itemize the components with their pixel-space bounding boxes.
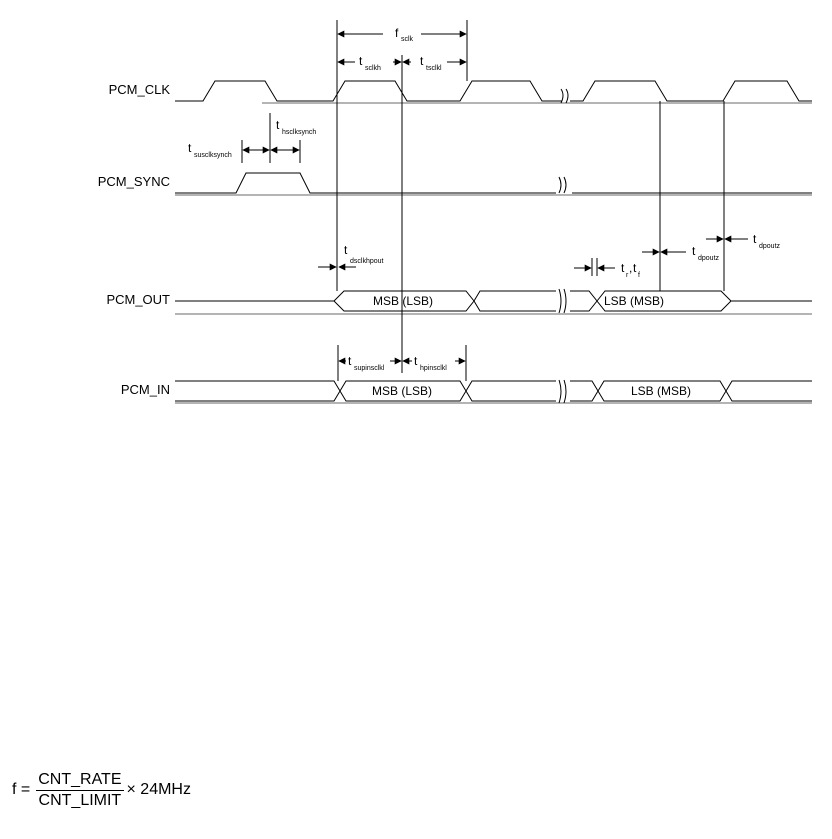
- tsusclksynch-label: t: [188, 141, 192, 155]
- pcm-in-break-mark: [559, 380, 566, 403]
- thpinsclkl-label: t: [414, 354, 418, 368]
- tdpoutz-first-label: t: [692, 244, 696, 258]
- tsupinsclkl-label: t: [348, 354, 352, 368]
- signal-label-pcm-in: PCM_IN: [121, 382, 170, 397]
- tfall-label: t: [633, 261, 637, 275]
- fsclk-label: f: [395, 26, 399, 40]
- tdpoutz-second-label: t: [753, 232, 757, 246]
- fsclk-dimension: f sclk: [338, 26, 466, 43]
- fsclk-subscript: sclk: [401, 36, 414, 43]
- trtf-comma: ,: [629, 261, 632, 275]
- signal-label-pcm-sync: PCM_SYNC: [98, 174, 170, 189]
- thsclksynch-subscript: hsclksynch: [282, 129, 316, 136]
- signal-label-pcm-clk: PCM_CLK: [109, 82, 171, 97]
- signal-label-pcm-out: PCM_OUT: [106, 292, 170, 307]
- trise-label: t: [621, 261, 625, 275]
- formula-numerator: CNT_RATE: [36, 771, 123, 791]
- pcm-out-msb-label: MSB (LSB): [373, 294, 433, 308]
- tsclkl-subscript: tsclkl: [426, 65, 442, 72]
- sync-setup-hold-dimension: t susclksynch t hsclksynch: [188, 118, 316, 159]
- tsclkh-subscript: sclkh: [365, 65, 381, 72]
- tfall-subscript: f: [638, 272, 640, 279]
- timing-reference-lines: [242, 20, 724, 381]
- formula-lhs: f =: [12, 781, 30, 799]
- trise-tfall-dimension: t r , t f: [574, 261, 640, 279]
- thpinsclkl-subscript: hpinsclkl: [420, 365, 447, 372]
- pcm-out-lsb-label: LSB (MSB): [604, 294, 664, 308]
- formula-fraction: CNT_RATE CNT_LIMIT: [36, 771, 123, 810]
- tdpoutz-first-dimension: t dpoutz: [642, 244, 720, 262]
- pcm-in-waveform: [175, 381, 812, 403]
- pcm-sync-waveform: [175, 173, 812, 195]
- formula-rhs: × 24MHz: [127, 781, 191, 799]
- tdpoutz-second-subscript: dpoutz: [759, 243, 781, 250]
- formula-denominator: CNT_LIMIT: [37, 791, 124, 810]
- pcm-in-msb-label: MSB (LSB): [372, 384, 432, 398]
- tsusclksynch-subscript: susclksynch: [194, 152, 232, 159]
- tdsclkhpout-label: t: [344, 243, 348, 257]
- pcm-sync-break-mark: [559, 177, 566, 193]
- tsupinsclkl-subscript: supinsclkl: [354, 365, 385, 372]
- tsclkh-label: t: [359, 54, 363, 68]
- tsclkl-label: t: [420, 54, 424, 68]
- thsclksynch-label: t: [276, 118, 280, 132]
- tdsclkhpout-dimension: t dsclkhpout: [318, 243, 384, 267]
- pcm-out-waveform: [175, 291, 812, 314]
- tdpoutz-first-subscript: dpoutz: [698, 255, 720, 262]
- frequency-formula: f = CNT_RATE CNT_LIMIT × 24MHz: [12, 770, 191, 810]
- pcm-out-break-mark: [559, 289, 566, 313]
- pcm-in-lsb-label: LSB (MSB): [631, 384, 691, 398]
- tdpoutz-second-dimension: t dpoutz: [706, 232, 781, 250]
- pcm-clk-break-mark: [561, 89, 568, 103]
- pcm-clk-waveform: [175, 81, 812, 103]
- tdsclkhpout-subscript: dsclkhpout: [350, 258, 384, 265]
